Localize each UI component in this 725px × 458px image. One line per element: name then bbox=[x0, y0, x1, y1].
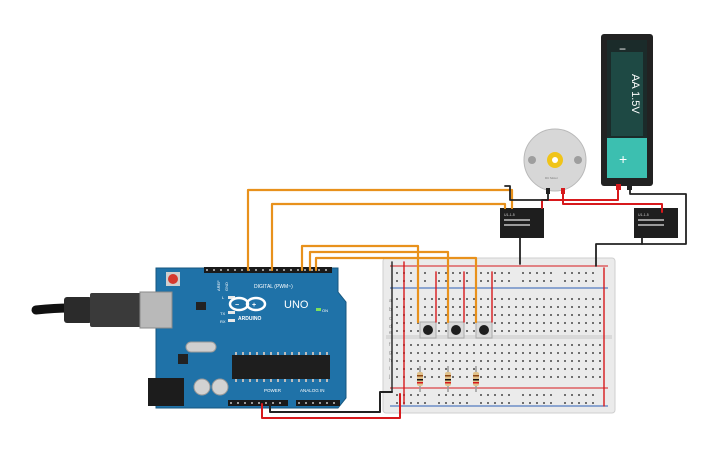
motor-shaft-icon bbox=[547, 152, 563, 168]
tx-label: TX bbox=[220, 311, 225, 316]
digital-header[interactable] bbox=[204, 267, 332, 273]
digital-label: DIGITAL (PWM~) bbox=[254, 284, 293, 290]
led-l bbox=[228, 296, 235, 299]
wire-orange-button-2[interactable] bbox=[308, 250, 450, 324]
battery-plus-symbol: + bbox=[619, 151, 627, 167]
usb-chip bbox=[196, 302, 206, 310]
wire-orange-button-1[interactable] bbox=[300, 244, 420, 324]
atmega-pins bbox=[235, 352, 328, 382]
battery-label: AA 1.5V bbox=[629, 74, 641, 114]
led-tx bbox=[228, 311, 235, 314]
row-letter-c: c bbox=[389, 316, 392, 322]
resistor-1[interactable] bbox=[417, 366, 423, 392]
led-on bbox=[316, 308, 321, 311]
wire-black-motor[interactable] bbox=[504, 185, 549, 201]
row-letter-d: d bbox=[389, 324, 392, 330]
relay-1[interactable]: U1-1-5 bbox=[500, 208, 544, 238]
wires bbox=[246, 185, 687, 419]
svg-text:−: − bbox=[235, 302, 239, 309]
motor-red-lead bbox=[561, 188, 565, 194]
row-letter-j: j bbox=[388, 374, 390, 380]
row-letter-g: g bbox=[389, 350, 392, 356]
capacitor-1 bbox=[193, 378, 211, 396]
power-label: POWER bbox=[264, 388, 282, 393]
rx-label: RX bbox=[220, 319, 226, 324]
bottom-pin-holes bbox=[230, 402, 335, 404]
resistor-2[interactable] bbox=[445, 366, 451, 392]
wire-orange-relay-2[interactable] bbox=[270, 202, 507, 272]
motor-label: DC Motor bbox=[545, 176, 558, 180]
power-jack bbox=[148, 378, 184, 406]
l-label: L bbox=[222, 295, 225, 300]
gnd-label: GND bbox=[224, 282, 229, 291]
capacitor-2 bbox=[211, 378, 229, 396]
analog-header[interactable] bbox=[296, 400, 340, 406]
relay-2-label: U1-1-5 bbox=[638, 213, 649, 217]
battery-holder[interactable]: − + AA 1.5V bbox=[601, 34, 653, 190]
regulator-chip bbox=[178, 354, 188, 364]
arduino-logo: − + bbox=[228, 296, 267, 312]
battery-minus-symbol: − bbox=[619, 42, 626, 56]
dc-motor[interactable]: DC Motor bbox=[523, 128, 587, 194]
relay-2[interactable]: U1-1-5 bbox=[634, 208, 678, 238]
row-letter-f: f bbox=[389, 342, 391, 348]
atmega-chip bbox=[232, 355, 330, 379]
wire-black-gnd[interactable] bbox=[269, 391, 393, 413]
arduino-uno-board[interactable]: DIGITAL (PWM~) AREF GND TX RX L − + UNO … bbox=[31, 267, 347, 409]
resistor-3[interactable] bbox=[473, 366, 479, 392]
svg-text:+: + bbox=[252, 302, 256, 309]
row-letter-i: i bbox=[389, 366, 390, 372]
wire-orange-relay-1[interactable] bbox=[246, 188, 514, 272]
usb-plug bbox=[64, 297, 92, 323]
logo-text: ARDUINO bbox=[238, 316, 261, 322]
wire-red-battery-relay-1[interactable] bbox=[541, 187, 619, 209]
usb-plug-body bbox=[90, 293, 142, 327]
motor-black-lead bbox=[546, 188, 550, 194]
wire-red-5v[interactable] bbox=[261, 393, 401, 419]
wire-red-motor-relay-2[interactable] bbox=[562, 193, 663, 213]
pushbutton-1[interactable] bbox=[419, 321, 437, 339]
wire-orange-button-3[interactable] bbox=[314, 256, 478, 324]
analog-label: ANALOG IN bbox=[300, 388, 325, 393]
usb-port bbox=[139, 291, 173, 329]
led-rx bbox=[228, 319, 235, 322]
row-letter-a: a bbox=[389, 298, 392, 304]
row-letter-b: b bbox=[389, 307, 392, 313]
crystal-oscillator bbox=[185, 341, 217, 353]
model-label: UNO bbox=[284, 299, 309, 311]
aref-label: AREF bbox=[216, 280, 221, 291]
relay-1-label: U1-1-5 bbox=[504, 213, 515, 217]
row-letter-h: h bbox=[389, 358, 392, 364]
pushbutton-2[interactable] bbox=[447, 321, 465, 339]
wire-black-battery-gnd[interactable] bbox=[595, 187, 687, 267]
pushbutton-3[interactable] bbox=[475, 321, 493, 339]
reset-button[interactable] bbox=[168, 274, 178, 284]
battery-red-terminal bbox=[616, 184, 621, 190]
on-label: ON bbox=[322, 308, 328, 313]
battery-positive-end bbox=[607, 138, 647, 178]
battery-black-terminal bbox=[627, 184, 632, 190]
row-letter-e: e bbox=[389, 330, 392, 336]
